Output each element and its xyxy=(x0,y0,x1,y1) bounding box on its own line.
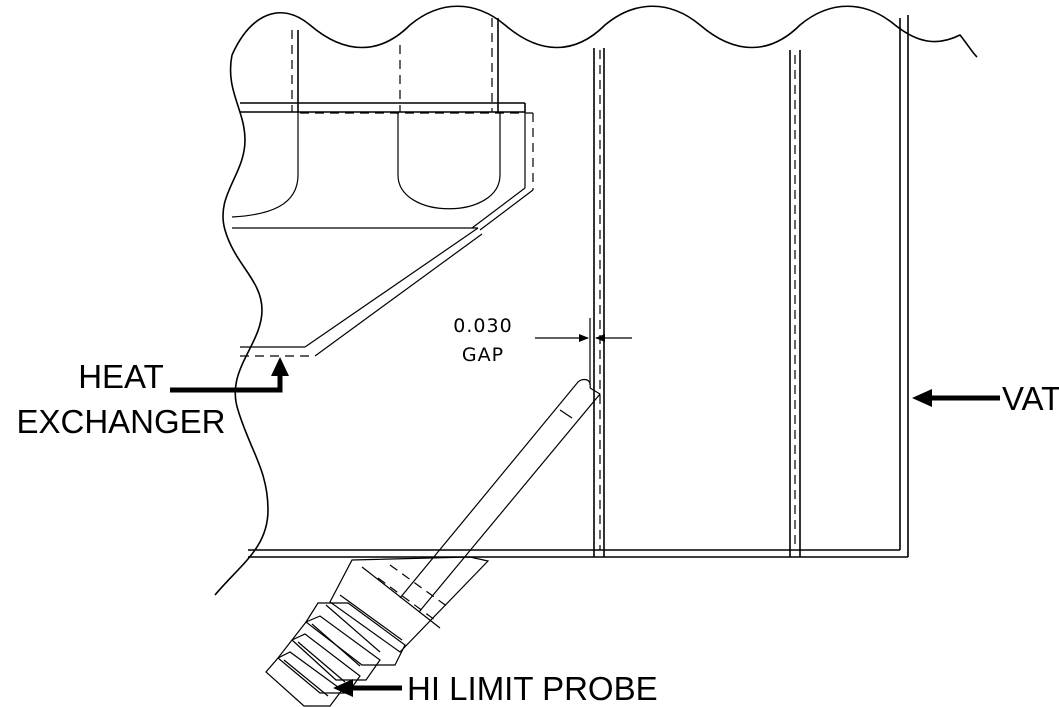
vat-label: VAT xyxy=(1002,380,1059,417)
upper-elements xyxy=(231,18,501,218)
probe-leader xyxy=(333,679,402,697)
heat-exchanger-label-line1: HEAT xyxy=(78,358,164,395)
heat-exchanger-leader xyxy=(170,357,289,393)
heat-exchanger xyxy=(232,102,534,357)
top-break-line xyxy=(231,5,978,58)
vat-bottom xyxy=(248,549,908,558)
gap-dimension-value: 0.030 xyxy=(453,315,512,337)
hi-limit-probe xyxy=(265,378,601,707)
vertical-tube-right xyxy=(789,50,801,557)
hi-limit-probe-label: HI LIMIT PROBE xyxy=(407,670,658,707)
vertical-tube-left xyxy=(593,48,605,557)
vat-wall xyxy=(899,15,909,557)
left-break-line xyxy=(214,54,269,596)
gap-dimension-unit: GAP xyxy=(462,344,504,366)
vat-leader xyxy=(912,389,1000,407)
heat-exchanger-label-line2: EXCHANGER xyxy=(16,403,225,440)
gap-dimension xyxy=(535,318,632,385)
